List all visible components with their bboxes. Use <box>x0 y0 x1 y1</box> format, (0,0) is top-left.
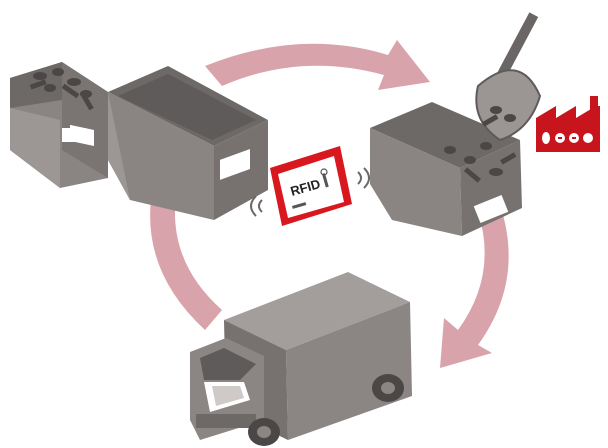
bin-with-screws-topleft <box>10 62 108 188</box>
truck-icon <box>190 272 412 446</box>
empty-bin <box>108 66 268 220</box>
scoop-icon <box>476 12 540 140</box>
factory-icon <box>536 96 600 152</box>
rfid-tag: RFID <box>270 146 352 226</box>
cycle-arrow-top <box>205 40 430 90</box>
bin-label-slot <box>62 128 86 142</box>
